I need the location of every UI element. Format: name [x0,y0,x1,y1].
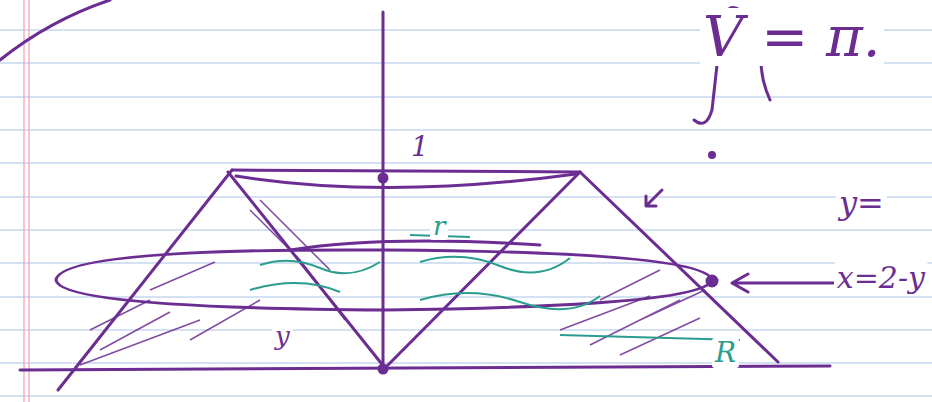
equation-label: y= [836,186,887,220]
equation-label: x=2-y [834,262,928,294]
radius-label: r [430,212,448,240]
radius-label: R [712,338,739,368]
volume-formula: V = π. [700,8,884,66]
height-label: 1 [408,132,432,162]
axis-label: y [272,322,293,350]
